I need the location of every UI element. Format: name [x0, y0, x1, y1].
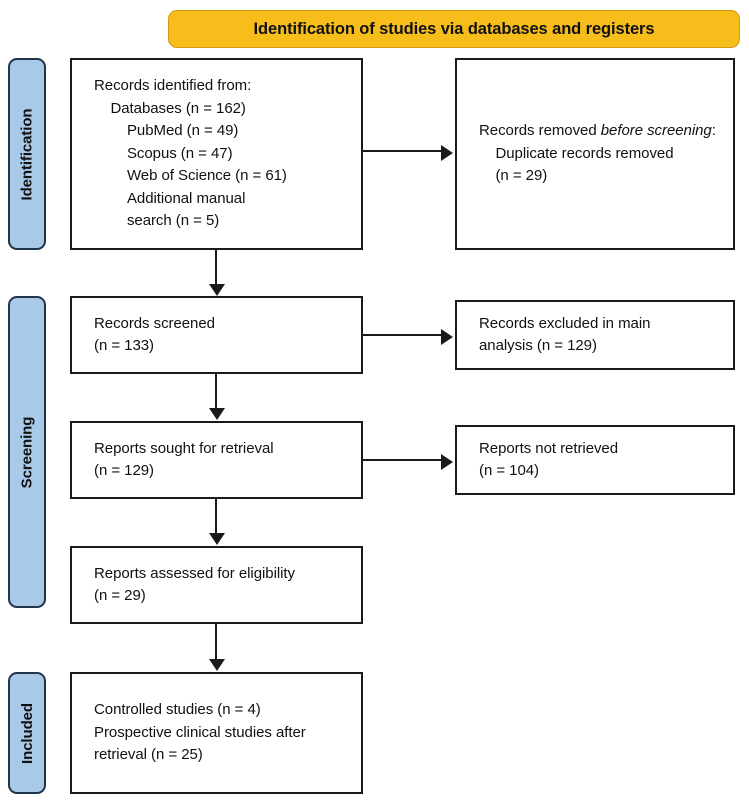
box-reports-not-retrieved-text: Reports not retrieved (n = 104): [479, 439, 619, 480]
records-removed-rest: Duplicate records removed (n = 29): [495, 144, 674, 185]
records-removed-italic: before screening: [600, 122, 712, 140]
records-removed-suffix: :: [711, 122, 716, 140]
box-records-identified-text: Records identified from: Databases (n = …: [94, 77, 287, 230]
arrow-down-icon: [209, 408, 225, 420]
connector-sought-to-assessed: [215, 499, 217, 535]
records-removed-prefix: Records removed: [479, 122, 601, 140]
box-reports-assessed-text: Reports assessed for eligibility (n = 29…: [94, 564, 295, 605]
box-reports-assessed: Reports assessed for eligibility (n = 29…: [70, 546, 363, 624]
arrow-down-icon: [209, 284, 225, 296]
box-records-removed: Records removed before screening: Duplic…: [455, 58, 735, 250]
box-included-studies: Controlled studies (n = 4) Prospective c…: [70, 672, 363, 794]
box-reports-sought: Reports sought for retrieval (n = 129): [70, 421, 363, 499]
stage-label-screening: Screening: [8, 296, 46, 608]
banner-title: Identification of studies via databases …: [253, 19, 655, 38]
box-records-excluded-text: Records excluded in main analysis (n = 1…: [479, 314, 651, 355]
connector-sought-to-notretrieved: [363, 459, 443, 461]
stage-label-included: Included: [8, 672, 46, 794]
connector-screened-to-sought: [215, 374, 217, 410]
stage-label-identification-text: Identification: [18, 108, 36, 200]
box-records-screened: Records screened (n = 133): [70, 296, 363, 374]
box-records-screened-text: Records screened (n = 133): [94, 314, 215, 355]
connector-identified-to-screened: [215, 250, 217, 286]
box-records-identified: Records identified from: Databases (n = …: [70, 58, 363, 250]
arrow-right-icon: [441, 454, 453, 470]
arrow-right-icon: [441, 145, 453, 161]
box-reports-not-retrieved: Reports not retrieved (n = 104): [455, 425, 735, 495]
box-reports-sought-text: Reports sought for retrieval (n = 129): [94, 439, 274, 480]
stage-label-screening-text: Screening: [18, 416, 36, 488]
box-included-studies-text: Controlled studies (n = 4) Prospective c…: [94, 701, 306, 764]
header-banner: Identification of studies via databases …: [168, 10, 740, 48]
arrow-down-icon: [209, 533, 225, 545]
arrow-right-icon: [441, 329, 453, 345]
stage-label-identification: Identification: [8, 58, 46, 250]
stage-label-included-text: Included: [18, 702, 36, 764]
box-records-removed-text: Records removed before screening: Duplic…: [457, 120, 724, 188]
arrow-down-icon: [209, 659, 225, 671]
box-records-excluded: Records excluded in main analysis (n = 1…: [455, 300, 735, 370]
connector-assessed-to-included: [215, 624, 217, 661]
connector-screened-to-excluded: [363, 334, 443, 336]
connector-identified-to-removed: [363, 150, 443, 152]
